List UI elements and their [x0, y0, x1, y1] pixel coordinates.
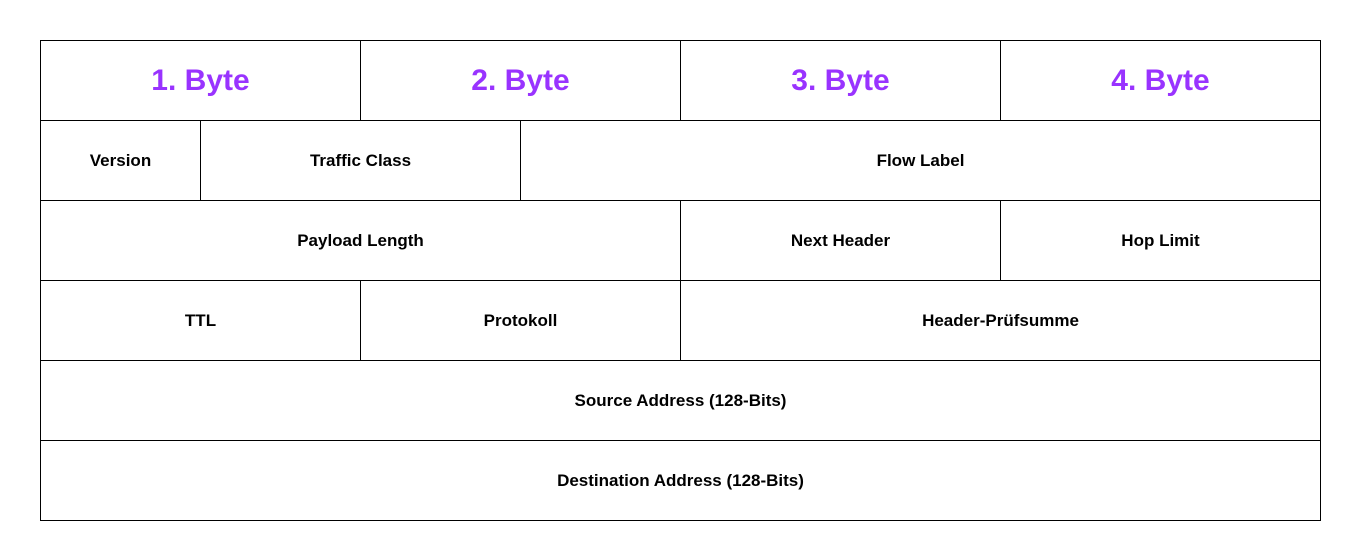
- field-destination-address: Destination Address (128-Bits): [41, 441, 1321, 521]
- field-hop-limit: Hop Limit: [1001, 201, 1321, 281]
- field-flow-label: Flow Label: [521, 121, 1321, 201]
- field-version: Version: [41, 121, 201, 201]
- field-next-header: Next Header: [681, 201, 1001, 281]
- field-source-address: Source Address (128-Bits): [41, 361, 1321, 441]
- field-ttl: TTL: [41, 281, 361, 361]
- field-header-checksum: Header-Prüfsumme: [681, 281, 1321, 361]
- field-payload-length: Payload Length: [41, 201, 681, 281]
- byte-header-4: 4. Byte: [1001, 41, 1321, 121]
- ip-header-diagram: 1. Byte 2. Byte 3. Byte 4. Byte Version …: [40, 40, 1321, 521]
- byte-header-3: 3. Byte: [681, 41, 1001, 121]
- byte-header-1: 1. Byte: [41, 41, 361, 121]
- field-traffic-class: Traffic Class: [201, 121, 521, 201]
- byte-header-2: 2. Byte: [361, 41, 681, 121]
- field-protokoll: Protokoll: [361, 281, 681, 361]
